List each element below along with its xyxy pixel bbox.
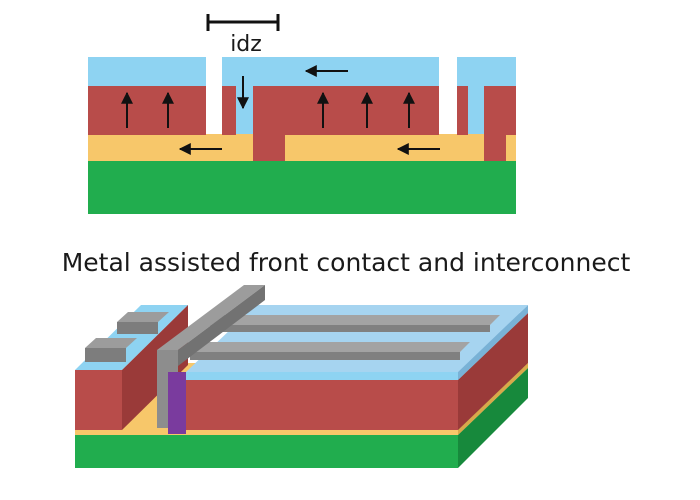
- tco-segment-left: [88, 57, 206, 86]
- absorber-segment-right: [484, 85, 516, 135]
- back-contact-front-face: [75, 430, 458, 435]
- current-arrows: [121, 65, 440, 155]
- tco-segment-right: [457, 57, 516, 86]
- back-contact-right-face: [458, 363, 528, 435]
- absorber-segment-right-thin: [457, 85, 468, 135]
- main-block-right-face: [458, 313, 528, 430]
- back-contact-segment-middle: [285, 134, 485, 161]
- main-block-tco-front: [186, 372, 458, 380]
- tco-interconnect-drop: [236, 86, 253, 134]
- main-block-tco-right: [458, 305, 528, 380]
- scale-label: idz: [230, 32, 262, 57]
- busbar-side: [178, 285, 265, 366]
- substrate-right-face: [458, 368, 528, 468]
- left-block-right-face: [122, 305, 188, 430]
- scale-bar: [206, 14, 280, 31]
- absorber-segment-center: [253, 85, 439, 135]
- isometric-device-view: [75, 285, 528, 468]
- finger-upper-top: [210, 315, 500, 325]
- cross-section-diagram: idz: [88, 14, 516, 214]
- interconnect-via: [168, 372, 186, 434]
- back-contact-segment-right: [506, 134, 516, 161]
- left-finger-top-face: [85, 348, 126, 362]
- finger-lower-front: [190, 352, 460, 360]
- finger-upper-front: [210, 325, 490, 332]
- left-finger-top: [85, 338, 137, 348]
- absorber-step-into-back-contact: [253, 134, 285, 161]
- left-finger-face2: [117, 322, 158, 334]
- absorber-segment-narrow: [222, 85, 236, 135]
- back-contact-segment-left: [88, 134, 255, 161]
- substrate-layer: [88, 160, 516, 214]
- absorber-segment-left: [88, 85, 206, 135]
- left-finger-top2: [117, 312, 169, 322]
- busbar-top: [157, 285, 265, 350]
- finger-lower-top: [190, 342, 470, 352]
- tco-right-drop: [468, 86, 484, 134]
- substrate-front-face: [75, 435, 458, 468]
- section-caption: Metal assisted front contact and interco…: [62, 248, 631, 277]
- left-block-front-face: [75, 370, 122, 430]
- main-block-front-face: [186, 380, 458, 430]
- absorber-step-right: [484, 134, 506, 161]
